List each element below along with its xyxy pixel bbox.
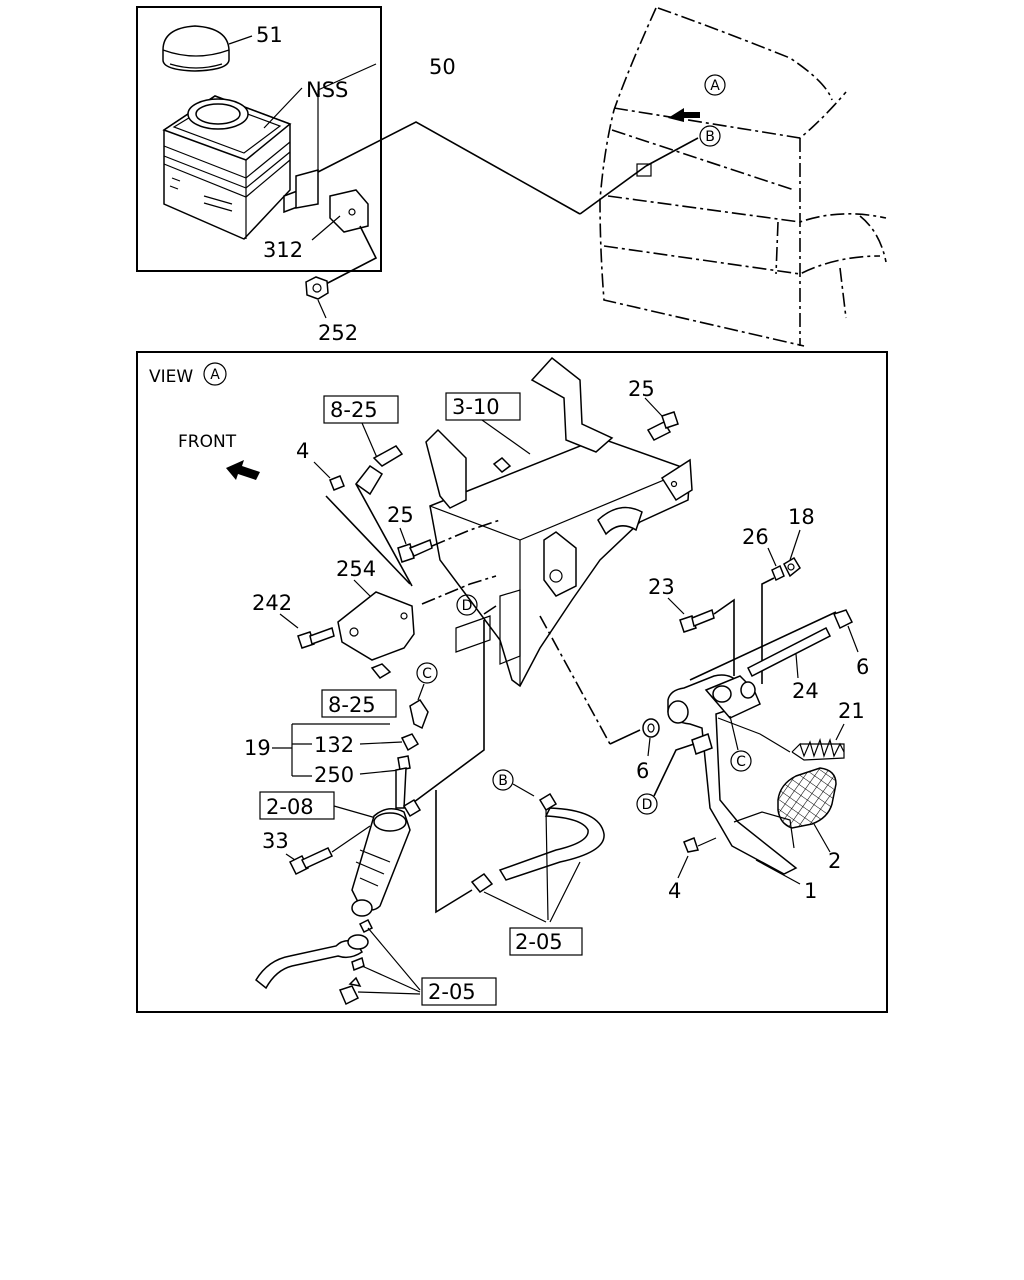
front-label: FRONT	[178, 432, 237, 452]
nut-18	[783, 556, 801, 578]
pedal-bracket	[425, 356, 693, 688]
bracket-254	[337, 591, 415, 661]
front-arrow-icon	[226, 460, 260, 480]
label-23: 23	[648, 575, 675, 599]
label-2-05-hose: 2-05	[515, 930, 563, 954]
reservoir-tank	[162, 95, 319, 240]
bracket-312	[329, 189, 369, 233]
label-24: 24	[792, 679, 819, 703]
label-25-mid: 25	[387, 503, 414, 527]
label-51: 51	[256, 23, 283, 47]
clevis-pin	[409, 698, 429, 730]
pushrod-250	[395, 755, 411, 809]
label-312: 312	[263, 238, 303, 262]
leader-line	[317, 121, 581, 215]
bolt-23	[679, 608, 715, 633]
circle-b-hose: B	[492, 769, 514, 791]
clutch-pedal-arm	[667, 674, 798, 875]
box-2-05-lower	[421, 977, 497, 1006]
circle-a-cab: A	[704, 74, 726, 96]
label-4-bottom: 4	[668, 879, 681, 903]
view-frame	[136, 351, 888, 1013]
label-2: 2	[828, 849, 841, 873]
label-3-10: 3-10	[452, 395, 500, 419]
label-252: 252	[318, 321, 358, 345]
svg-text:D: D	[462, 598, 473, 614]
view-title-circle: A	[203, 362, 227, 386]
cab-outline	[579, 7, 887, 347]
cab-hole	[636, 163, 652, 177]
label-132: 132	[314, 733, 354, 757]
nut-252	[305, 276, 329, 300]
cylinder-outlet-pipe	[255, 934, 369, 990]
bolt-33	[288, 847, 334, 876]
reservoir-hose	[470, 792, 605, 894]
bushing-6	[642, 718, 660, 738]
box-2-05-hose	[509, 927, 583, 956]
svg-text:B: B	[498, 773, 508, 789]
label-nss: NSS	[306, 78, 348, 102]
label-50: 50	[429, 55, 456, 79]
pedal-shaft-24	[746, 626, 832, 678]
circle-c-left: C	[416, 662, 438, 684]
label-33: 33	[262, 829, 289, 853]
screw-4-top	[329, 475, 345, 491]
eye-bolt	[338, 976, 362, 1006]
pin-6-right	[832, 609, 854, 630]
return-spring-21	[791, 737, 845, 761]
circle-b-cab: B	[699, 125, 721, 147]
label-18: 18	[788, 505, 815, 529]
arrow-a-icon	[668, 108, 700, 122]
svg-text:D: D	[642, 797, 653, 813]
circle-d-lower: D	[636, 793, 658, 815]
box-8-25-top	[323, 395, 399, 424]
label-8-25-top: 8-25	[330, 398, 378, 422]
label-8-25-lower: 8-25	[328, 693, 376, 717]
label-19: 19	[244, 736, 271, 760]
svg-text:A: A	[710, 78, 720, 94]
bolt-25-top	[646, 411, 679, 441]
washer-26	[771, 564, 785, 582]
label-2-08: 2-08	[266, 795, 314, 819]
screw-4-bottom	[683, 837, 699, 853]
label-2-05-lower: 2-05	[428, 980, 476, 1004]
nut-254	[370, 663, 392, 679]
label-6-right: 6	[856, 655, 869, 679]
label-1: 1	[804, 879, 817, 903]
label-25-top: 25	[628, 377, 655, 401]
bolt-25-mid	[397, 538, 433, 563]
label-21: 21	[838, 699, 865, 723]
stud-top	[492, 457, 512, 473]
circle-d-upper: D	[456, 594, 478, 616]
label-242: 242	[252, 591, 292, 615]
box-8-25-lower	[321, 689, 397, 718]
svg-text:C: C	[736, 754, 746, 770]
svg-text:C: C	[422, 666, 432, 682]
svg-text:A: A	[210, 367, 220, 383]
svg-text:B: B	[705, 129, 715, 145]
label-250: 250	[314, 763, 354, 787]
label-4-top: 4	[296, 439, 309, 463]
clutch-switch	[354, 445, 404, 496]
pedal-pad-2	[777, 767, 837, 829]
label-254: 254	[336, 557, 376, 581]
washer-lower-2	[351, 956, 365, 972]
reservoir-cap	[162, 25, 230, 72]
box-2-08	[259, 791, 335, 820]
circle-c-right: C	[730, 750, 752, 772]
reservoir-inset	[136, 6, 382, 287]
locknut-132	[400, 733, 420, 752]
clutch-master-cylinder	[351, 798, 422, 917]
label-6-bushing: 6	[636, 759, 649, 783]
view-title: VIEW	[149, 367, 193, 387]
bolt-242	[297, 627, 335, 649]
label-26: 26	[742, 525, 769, 549]
